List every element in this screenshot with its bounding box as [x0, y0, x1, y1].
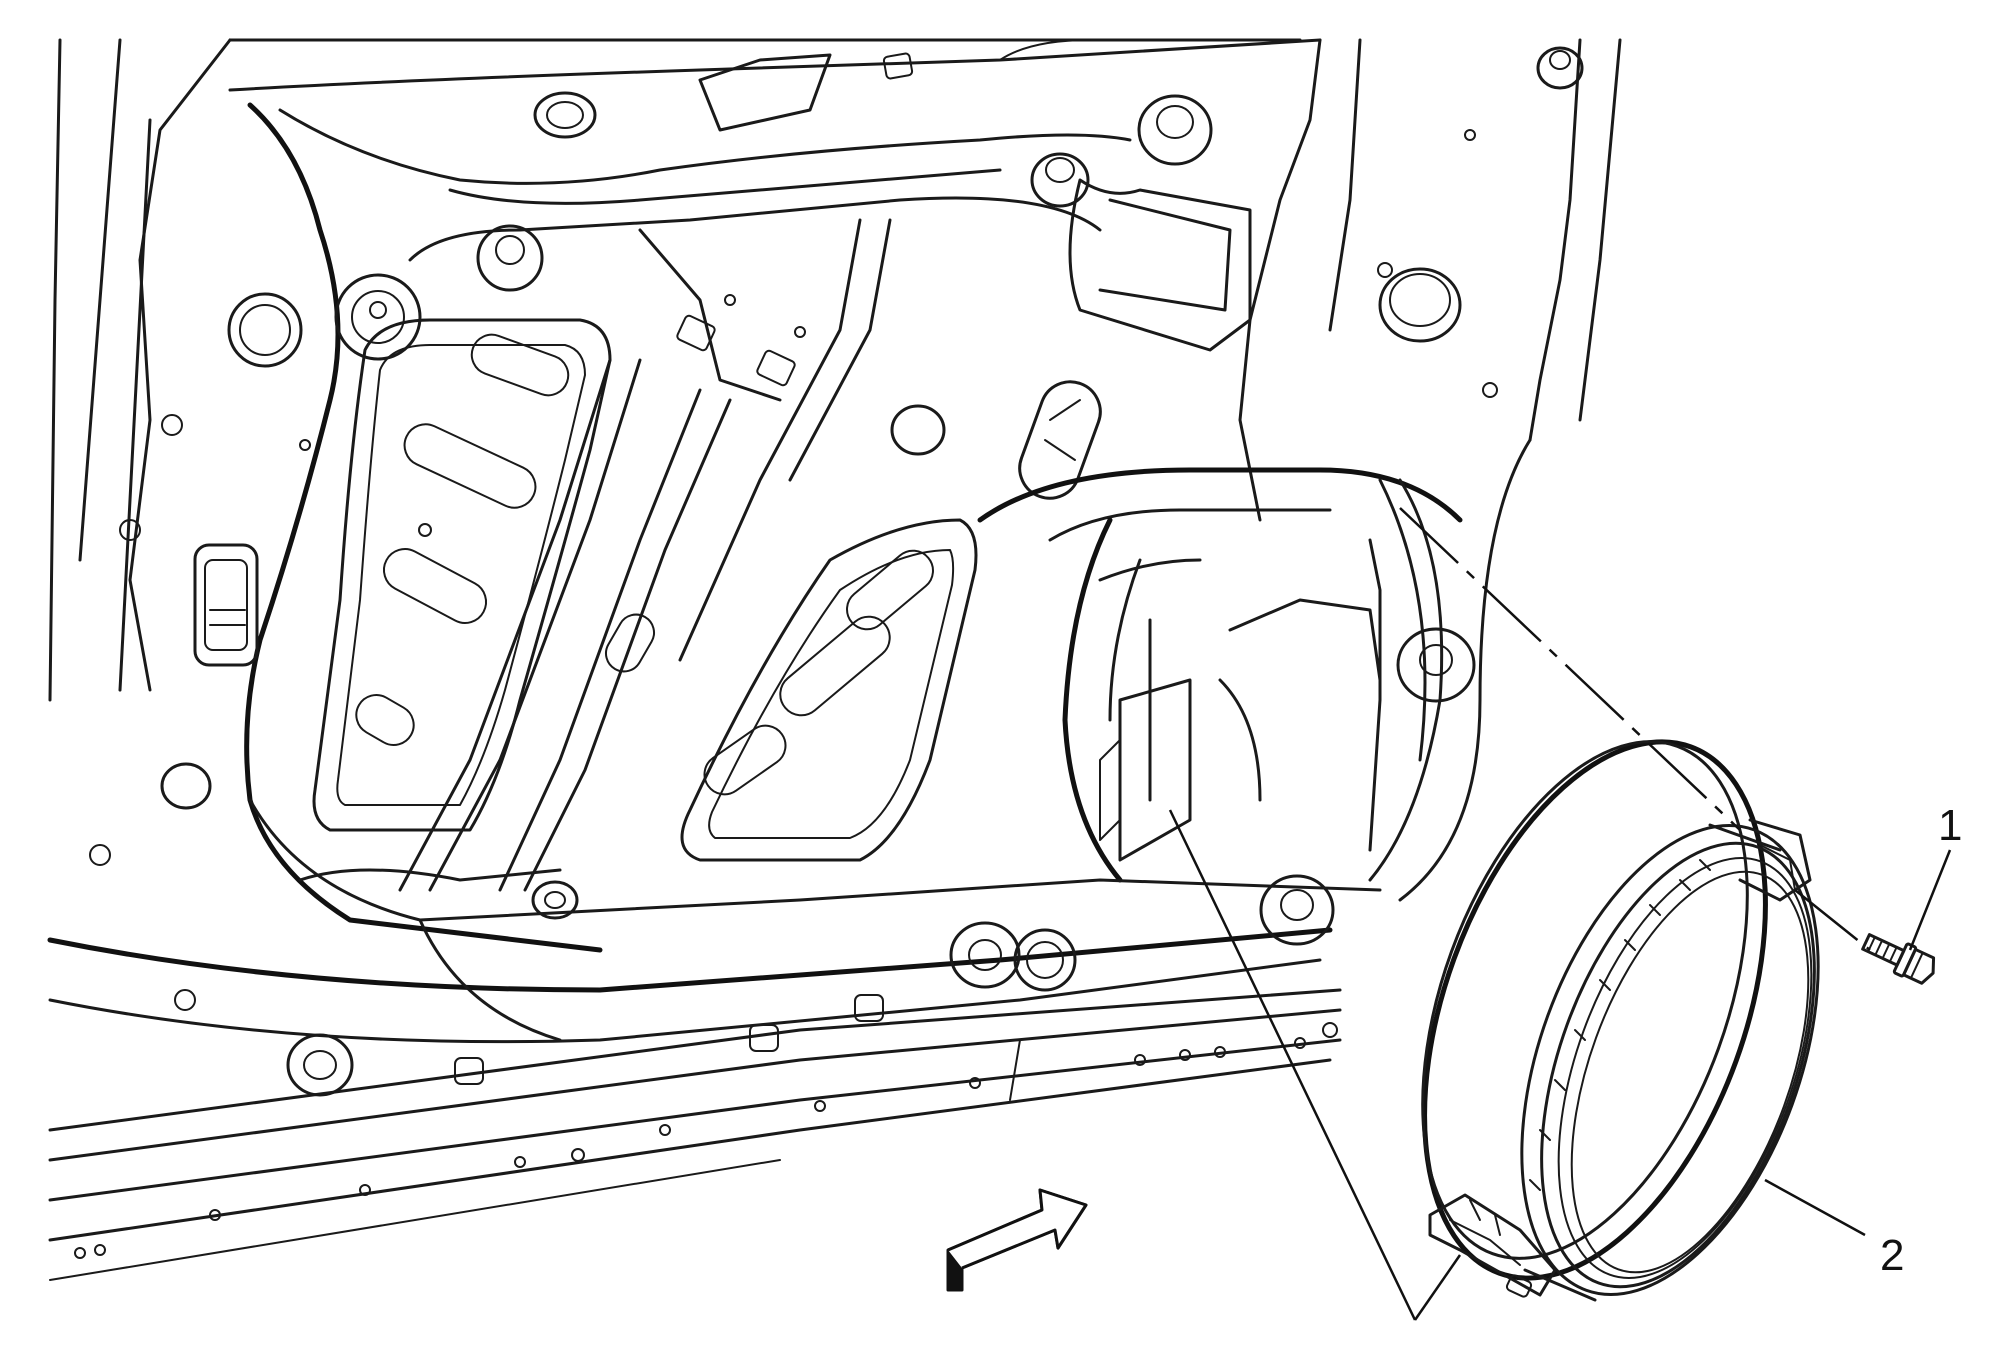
speaker	[1421, 739, 1820, 1302]
door-inner-panel	[47, 38, 1622, 1281]
callout-2: 2	[1880, 1231, 1904, 1280]
forward-arrow-icon	[946, 1188, 1088, 1292]
panel-holes	[89, 39, 1584, 1097]
callout-1: 1	[1938, 801, 1962, 850]
bolt	[1861, 933, 1936, 985]
leader-lines	[1168, 507, 1952, 1321]
